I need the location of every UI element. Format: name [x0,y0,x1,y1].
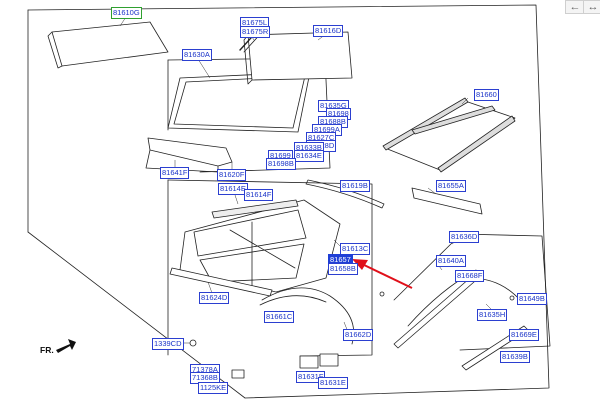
diagram-frame [27,4,550,399]
callout-81613C[interactable]: 81613C [340,243,371,255]
callout-81640A[interactable]: 81640A [436,255,466,267]
leader-81630A [197,58,211,79]
highlight-arrow [352,259,413,289]
roof-panel-81630A [167,71,311,133]
callout-81616D[interactable]: 81616D [313,25,344,37]
callout-81662D[interactable]: 81662D [343,329,374,341]
frame-cross-member [229,229,296,269]
leader-81655A [427,187,437,195]
drain-hose-81661C-b [259,295,327,306]
callout-81635H[interactable]: 81635H [477,309,508,321]
callout-81668F[interactable]: 81668F [455,270,485,282]
group-box-rails [459,233,551,351]
callout-1125KE[interactable]: 1125KE [198,382,229,394]
sunshade-81660-bar-b [411,105,496,135]
motor-81631E [319,353,339,367]
sunroof-frame-opening-front [193,209,307,257]
callout-81669E[interactable]: 81669E [509,329,539,341]
callout-81610G[interactable]: 81610G [111,7,142,19]
callout-81661C[interactable]: 81661C [264,311,295,323]
screw-1339CD [189,339,197,347]
clip-81636D [379,291,385,297]
roof-panel-81616D [247,31,353,81]
glass-panel-edge [47,31,63,69]
front-strip-81655A [411,187,483,215]
seal-81619B [305,179,385,209]
callout-81620F[interactable]: 81620F [217,169,247,181]
callout-81641F[interactable]: 81641F [160,167,190,179]
callout-81649B[interactable]: 81649B [517,293,547,305]
callout-81619B[interactable]: 81619B [340,180,370,192]
back-arrow-icon[interactable]: ← [565,0,585,14]
front-direction-arrow-icon [56,339,76,353]
sunshade-81660-bar-a [382,97,469,151]
rail-81640A [393,277,475,349]
glass-panel-81610G [51,21,169,67]
clip-81649B [509,295,515,301]
callout-81636D[interactable]: 81636D [449,231,480,243]
leader-81624D [207,281,213,294]
callout-81660[interactable]: 81660 [474,89,499,101]
front-direction-label: FR. [40,345,54,355]
callout-81630A[interactable]: 81630A [182,49,212,61]
rail-81636D-left [393,239,456,301]
wind-deflector-81641F [147,137,233,167]
callout-81614E[interactable]: 81614E [218,183,248,195]
sunroof-frame-opening-rear [199,243,305,283]
leader-81660 [461,97,469,105]
callout-81624D[interactable]: 81624D [199,292,230,304]
bracket-71378A [231,369,245,379]
callout-81614F[interactable]: 81614F [244,189,274,201]
callout-1339CD[interactable]: 1339CD [152,338,184,350]
callout-81675R[interactable]: 81675R [240,26,271,38]
sunshade-81660-bar-c [437,115,516,173]
callout-81634E[interactable]: 81634E [294,150,324,162]
sunroof-frame-rail [211,199,299,219]
expand-arrow-icon[interactable]: ↔ [583,0,600,14]
callout-81631E[interactable]: 81631E [318,377,348,389]
callout-81658B[interactable]: 81658B [328,263,358,275]
callout-81698B[interactable]: 81698B [266,158,296,170]
callout-81655A[interactable]: 81655A [436,180,466,192]
drain-hose-81661C [261,287,355,345]
callout-81639B[interactable]: 81639B [500,351,530,363]
motor-81631F [299,355,319,369]
